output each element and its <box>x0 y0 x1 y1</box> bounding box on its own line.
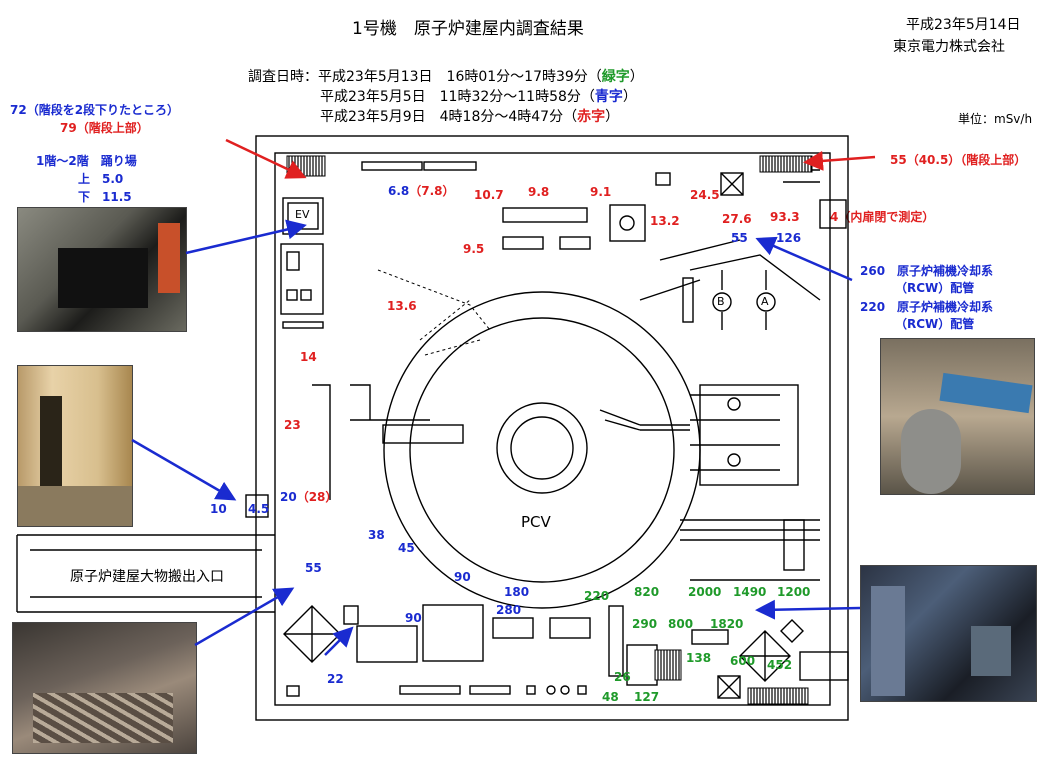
landing-title: 1階～2階 踊り場 <box>36 154 137 168</box>
reading-blue: 90 <box>454 570 471 584</box>
reading-green: 290 <box>632 617 658 631</box>
survey-line-1: 調査日時：平成23年5月13日 16時01分～17時39分（緑字） <box>248 69 644 85</box>
reading-red: 10.7 <box>474 188 504 202</box>
reading-red: 13.6 <box>387 299 417 313</box>
reading-blue: 45 <box>398 541 415 555</box>
reading-green: 48 <box>602 690 619 704</box>
stairs-left-blue: 72（階段を2段下りたところ） <box>10 103 180 117</box>
reading-red: 9.1 <box>590 185 612 199</box>
reading-blue: 126 <box>776 231 802 245</box>
reading-blue: 180 <box>504 585 530 599</box>
rcw-220-line-a: 220 原子炉補機冷却系 <box>860 300 994 314</box>
pump-a-label: A <box>761 295 769 308</box>
reading-green: 820 <box>634 585 660 599</box>
rcw-260-line-b: （RCW）配管 <box>895 281 975 295</box>
rcw-260-line-a: 260 原子炉補機冷却系 <box>860 264 994 278</box>
photo-corridor <box>17 365 133 527</box>
reading-green: 600 <box>730 654 756 668</box>
reading-red: 93.3 <box>770 210 800 224</box>
page-title: 1号機 原子炉建屋内調査結果 <box>352 19 584 39</box>
company-name: 東京電力株式会社 <box>893 39 1005 55</box>
reading-blue: 38 <box>368 528 385 542</box>
reading-blue: 90 <box>405 611 422 625</box>
unit-label: 単位：mSv/h <box>958 112 1033 126</box>
reading-green: 2000 <box>688 585 722 599</box>
survey-line-2: 平成23年5月5日 11時32分～11時58分（青字） <box>320 89 637 105</box>
stairs-right: 55（40.5）（階段上部） <box>890 153 1027 167</box>
reading-6-8: 6.8（7.8） <box>388 184 455 198</box>
reading-green: 800 <box>668 617 694 631</box>
reading-blue: 280 <box>496 603 522 617</box>
photo-entrance-debris <box>12 622 197 754</box>
report-date: 平成23年5月14日 <box>906 17 1021 33</box>
door-closed-reading: 4（内扉閉で測定） <box>830 210 935 224</box>
elevator-label: EV <box>295 208 310 221</box>
reading-blue: 55 <box>305 561 322 575</box>
landing-down: 下 11.5 <box>78 190 132 204</box>
entrance-label: 原子炉建屋大物搬出入口 <box>70 569 224 585</box>
reading-red: 13.2 <box>650 214 680 228</box>
photo-rcw-piping <box>880 338 1035 495</box>
reading-green: 127 <box>634 690 660 704</box>
reading-red: 23 <box>284 418 301 432</box>
reading-green: 138 <box>686 651 712 665</box>
reading-blue: 55 <box>731 231 748 245</box>
reading-green: 220 <box>584 589 610 603</box>
reading-blue: 22 <box>327 672 344 686</box>
stairs-left-red: 79（階段上部） <box>60 121 149 135</box>
reading-blue: 4.5 <box>248 502 270 516</box>
reading-green: 26 <box>614 670 631 684</box>
reading-green: 1200 <box>777 585 811 599</box>
landing-up: 上 5.0 <box>78 172 124 186</box>
reading-green: 1490 <box>733 585 767 599</box>
reading-red: 9.8 <box>528 185 550 199</box>
photo-dark-room <box>860 565 1037 702</box>
photo-stair-landing <box>17 207 187 332</box>
reading-green: 452 <box>767 658 793 672</box>
reading-green: 1820 <box>710 617 744 631</box>
pump-b-label: B <box>717 295 725 308</box>
rcw-220-line-b: （RCW）配管 <box>895 317 975 331</box>
reading-red: 9.5 <box>463 242 485 256</box>
reading-20: 20（28） <box>280 490 338 504</box>
survey-line-3: 平成23年5月9日 4時18分～4時47分（赤字） <box>320 109 620 125</box>
reading-red: 14 <box>300 350 317 364</box>
pcv-label: PCV <box>521 513 551 531</box>
reading-blue: 10 <box>210 502 227 516</box>
reading-red: 27.6 <box>722 212 752 226</box>
reading-red: 24.5 <box>690 188 720 202</box>
